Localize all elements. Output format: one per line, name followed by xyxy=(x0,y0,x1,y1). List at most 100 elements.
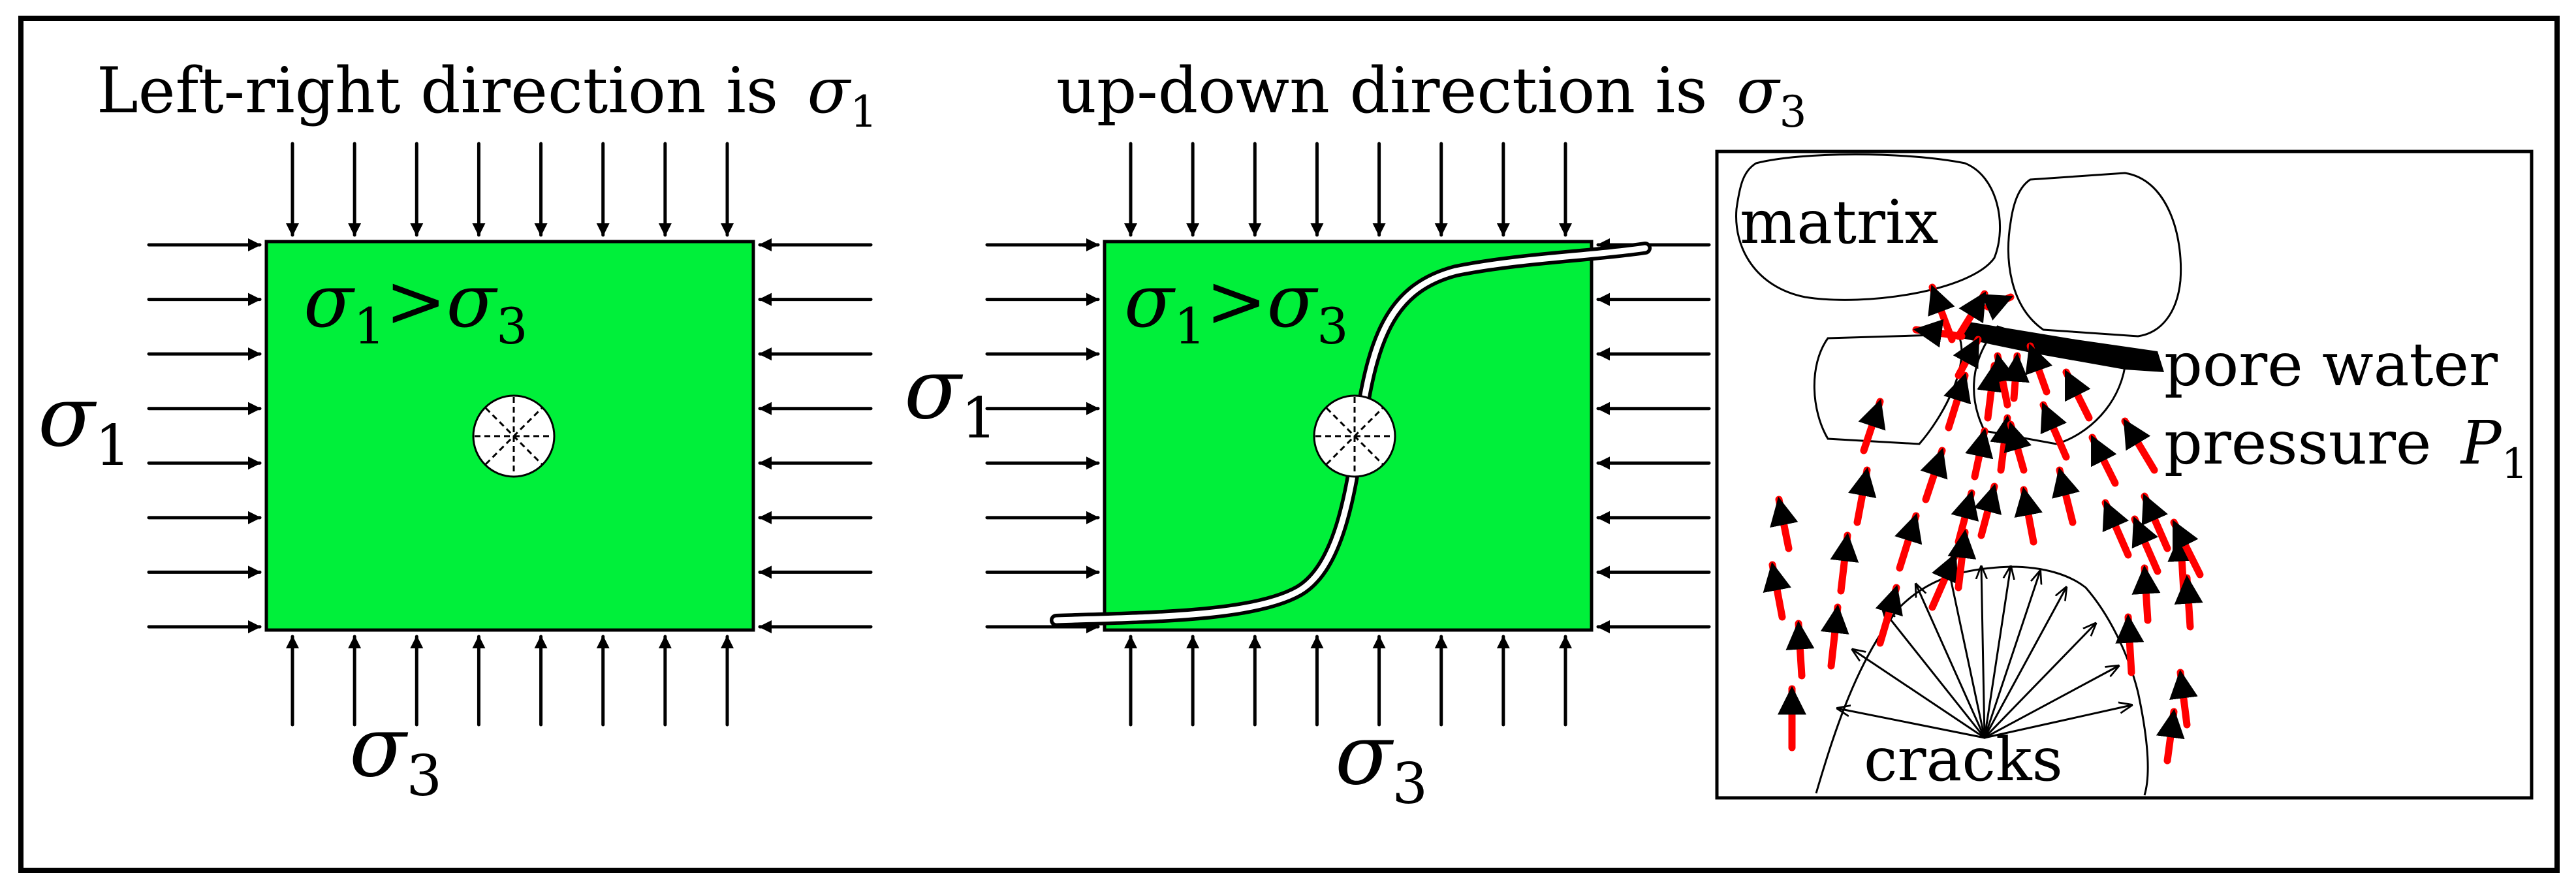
pore-water-band xyxy=(1962,321,2164,372)
pore-water-label-line1: pore water xyxy=(2164,330,2498,400)
specimen-block-left xyxy=(264,240,755,632)
sigma-symbol: σ xyxy=(38,368,97,466)
seepage-arrow xyxy=(2101,499,2132,559)
seepage-arrow xyxy=(1848,466,1877,526)
borehole-left xyxy=(472,394,556,478)
outer-frame xyxy=(18,16,2560,873)
crack-ray-arrow xyxy=(1983,705,2131,739)
subscript: 1 xyxy=(353,297,385,355)
sigma1-side-label-left: σ1 xyxy=(38,368,131,479)
seepage-arrow xyxy=(1973,483,2002,539)
matrix-grain xyxy=(1735,153,2002,301)
sigma3-bottom-label-left: σ3 xyxy=(349,699,442,809)
cracks-label: cracks xyxy=(1864,725,2063,795)
left-caption-sigma: σ xyxy=(808,54,852,127)
sigma-symbol: σ xyxy=(904,341,964,438)
seepage-arrow xyxy=(2025,342,2053,396)
crack-ray-arrow xyxy=(1983,588,2066,739)
greater-sign: > xyxy=(385,259,447,344)
seepage-arrow xyxy=(2169,669,2198,729)
seepage-arrow xyxy=(1920,447,1948,503)
seepage-arrow xyxy=(2088,434,2119,487)
stress-relation-label-left: σ1>σ3 xyxy=(304,259,527,355)
crack-ray-arrow xyxy=(1983,624,2096,739)
stress-relation-label-middle: σ1>σ3 xyxy=(1124,259,1348,355)
seepage-arrow xyxy=(1858,398,1886,454)
seepage-arrow xyxy=(2141,492,2171,552)
crack-ray-arrow xyxy=(1983,567,2011,739)
seepage-arrow xyxy=(1928,551,1959,611)
subscript: 1 xyxy=(1174,297,1205,355)
left-caption-sub: 1 xyxy=(850,87,877,137)
subscript: 1 xyxy=(961,386,997,451)
seepage-arrow xyxy=(2121,417,2158,474)
seepage-arrow xyxy=(2001,352,2030,402)
seepage-flow-arrows xyxy=(1763,283,2204,765)
crack-ray-arrow xyxy=(1983,666,2118,739)
seepage-arrow xyxy=(2052,466,2080,526)
sigma-symbol: σ xyxy=(1335,706,1394,804)
sigma1-side-label-middle: σ1 xyxy=(904,341,997,451)
seepage-arrow xyxy=(2131,564,2161,624)
seepage-arrow xyxy=(1943,372,1971,432)
crack-ray-arrow xyxy=(1883,610,1986,739)
seepage-arrow xyxy=(1953,336,1982,379)
pressure-symbol: P xyxy=(2460,408,2503,478)
panel-middle-specimen: σ1>σ3 σ1 σ3 xyxy=(904,142,1711,817)
subscript: 1 xyxy=(95,413,131,479)
crack-arrows xyxy=(1838,567,2131,739)
crack-ray-arrow xyxy=(1949,569,1986,739)
sigma-symbol: σ xyxy=(304,259,355,344)
subscript: 3 xyxy=(496,297,527,355)
greater-sign: > xyxy=(1206,259,1267,344)
seepage-arrow xyxy=(2003,420,2032,474)
right-caption: up-down direction is σ3 xyxy=(1056,54,1807,137)
crack-ray-arrow xyxy=(1983,571,2040,739)
seepage-arrow xyxy=(1981,293,2015,321)
crack-ray-arrow xyxy=(1916,584,1986,739)
seepage-arrow xyxy=(2174,574,2203,631)
seepage-arrow xyxy=(1875,584,1903,647)
seepage-arrow xyxy=(1894,512,1923,572)
borehole-middle xyxy=(1313,394,1396,478)
left-caption: Left-right direction is σ1 xyxy=(97,54,877,137)
subscript: 3 xyxy=(1317,297,1348,355)
sigma-symbol: σ xyxy=(1124,259,1176,344)
loading-arrows-left xyxy=(147,142,873,727)
seepage-arrow xyxy=(1988,352,2017,409)
pressure-subscript: 1 xyxy=(2502,440,2528,488)
crack-ray-arrow xyxy=(1981,567,1985,739)
matrix-label: matrix xyxy=(1740,187,1938,257)
crack-ray-arrow xyxy=(1838,708,1986,739)
seepage-arrow xyxy=(2131,515,2161,575)
seepage-arrow xyxy=(2039,401,2070,461)
seepage-arrow xyxy=(2156,708,2185,765)
right-caption-text: up-down direction is xyxy=(1056,54,1708,127)
pore-water-label-line2: pressure P1 xyxy=(2164,408,2528,488)
sigma-symbol: σ xyxy=(447,259,498,344)
left-caption-text: Left-right direction is xyxy=(97,54,778,127)
pore-water-label-pressure: pressure xyxy=(2164,408,2431,478)
seepage-arrow xyxy=(2014,486,2043,546)
seepage-arrow xyxy=(2115,613,2144,676)
seepage-arrow xyxy=(1820,603,1849,670)
subscript: 3 xyxy=(406,744,442,809)
panel-right-microstructure: matrix pore water pressure P1 cracks xyxy=(1715,150,2534,800)
seepage-arrow xyxy=(1785,620,1815,680)
panel-left-specimen: σ1>σ3 σ1 σ3 xyxy=(38,142,873,809)
seepage-arrow xyxy=(2170,518,2204,578)
sigma-symbol: σ xyxy=(349,699,409,796)
seepage-arrow xyxy=(1770,496,1798,552)
right-caption-sub: 3 xyxy=(1780,87,1807,137)
seepage-arrow xyxy=(1763,561,1791,621)
sigma3-bottom-label-middle: σ3 xyxy=(1335,706,1428,817)
seepage-arrow xyxy=(1947,528,1977,592)
seepage-arrow xyxy=(1830,531,1859,595)
seepage-arrow xyxy=(1955,290,1988,340)
loading-arrows-middle xyxy=(985,142,1711,727)
seepage-arrow xyxy=(1912,319,1966,348)
crack-ray-arrow xyxy=(1853,650,1986,739)
subscript: 3 xyxy=(1392,752,1428,817)
